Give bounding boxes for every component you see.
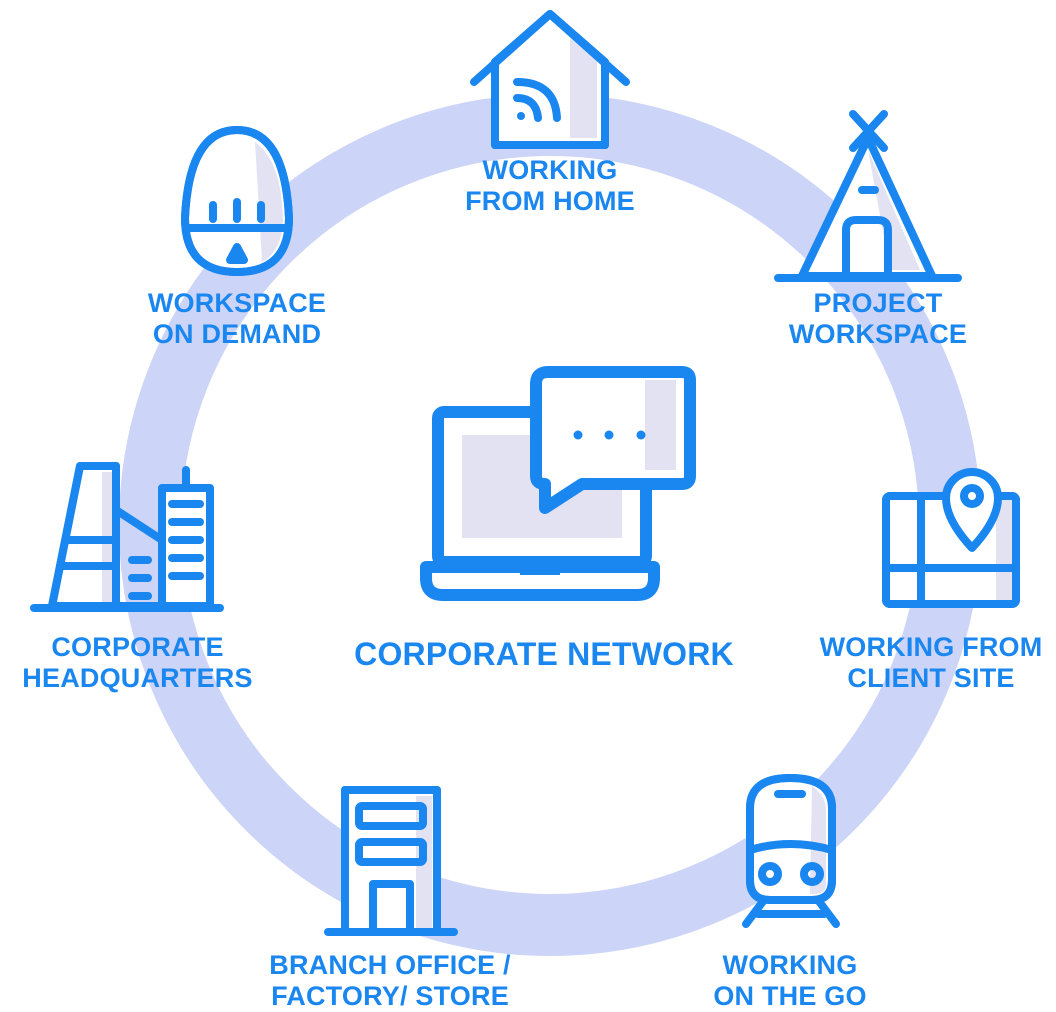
label-line: HEADQUARTERS xyxy=(22,663,253,693)
train-icon xyxy=(742,774,840,928)
node-label-project-workspace: PROJECT WORKSPACE xyxy=(778,288,978,350)
node-label-working-on-the-go: WORKING ON THE GO xyxy=(690,950,890,1012)
label-line: WORKSPACE xyxy=(788,319,968,349)
label-line: FACTORY/ STORE xyxy=(271,981,509,1011)
label-line: WORKSPACE xyxy=(147,288,327,318)
label-line: ON DEMAND xyxy=(152,319,322,349)
label-line: BRANCH OFFICE / xyxy=(269,950,511,980)
label-line: WORKING FROM xyxy=(819,632,1043,662)
node-label-workspace-on-demand: WORKSPACE ON DEMAND xyxy=(137,288,337,350)
center-label: CORPORATE NETWORK xyxy=(354,636,734,672)
skyscrapers-icon xyxy=(30,462,224,612)
node-label-branch-office: BRANCH OFFICE / FACTORY/ STORE xyxy=(250,950,530,1012)
node-label-corporate-headquarters: CORPORATE HEADQUARTERS xyxy=(10,632,265,694)
label-line: WORKING xyxy=(482,155,618,185)
egg-timer-icon xyxy=(181,126,293,276)
laptop-chat-icon xyxy=(420,366,696,601)
label-line: FROM HOME xyxy=(465,186,635,216)
label-line: CLIENT SITE xyxy=(847,663,1015,693)
label-line: PROJECT xyxy=(813,288,943,318)
map-pin-icon xyxy=(882,468,1020,608)
node-label-working-from-client-site: WORKING FROM CLIENT SITE xyxy=(806,632,1056,694)
house-wifi-icon xyxy=(470,10,630,149)
office-building-icon xyxy=(324,786,458,936)
label-line: CORPORATE xyxy=(51,632,224,662)
tent-icon xyxy=(774,110,962,282)
label-line: WORKING xyxy=(722,950,858,980)
label-line: ON THE GO xyxy=(713,981,867,1011)
node-label-working-from-home: WORKING FROM HOME xyxy=(450,155,650,217)
